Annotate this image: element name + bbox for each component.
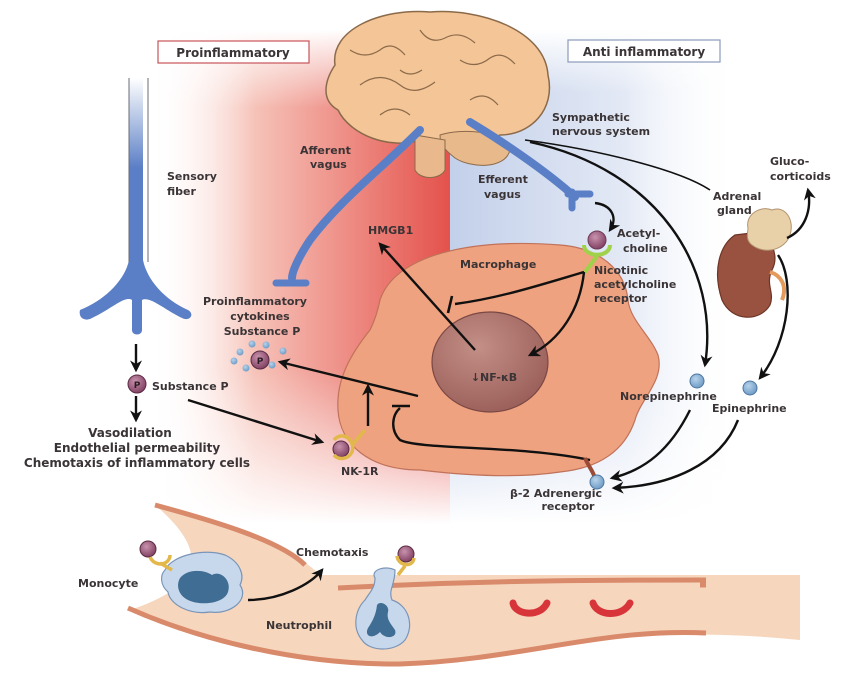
cytokine-cluster: P xyxy=(230,340,287,372)
nfkb-label: ↓NF-κB xyxy=(471,371,517,384)
acetylcholine-label-2: choline xyxy=(623,242,668,255)
neutrophil-cell xyxy=(355,567,411,650)
beta2-label-2: receptor xyxy=(542,500,596,513)
efferent-vagus-nerve xyxy=(466,118,594,212)
chemotaxis-label: Chemotaxis xyxy=(296,546,369,559)
adrenal-to-epinephrine-arrow xyxy=(758,254,789,380)
nicotinic-inhibit-hmgb1-line xyxy=(454,270,585,306)
red-blood-cells xyxy=(509,599,634,617)
nk1r-label: NK-1R xyxy=(341,465,379,478)
beta2-inhibit-line xyxy=(392,407,591,462)
efferent-to-acetylcholine-arrow xyxy=(594,201,621,232)
epinephrine-molecule xyxy=(742,380,758,396)
glucocorticoids-label: Gluco- xyxy=(770,155,809,168)
inhibit-bar-hmgb1 xyxy=(446,295,454,314)
nicotinic-to-nfkb-arrow xyxy=(527,271,586,357)
norepinephrine-to-beta2-arrow xyxy=(609,409,692,482)
nk1r-receptor xyxy=(332,428,367,461)
blood-vessel xyxy=(126,502,800,667)
hmgb1-label: HMGB1 xyxy=(368,224,413,237)
afferent-vagus-label: Afferent xyxy=(300,144,351,157)
adrenal-gland-label-2: gland xyxy=(717,204,752,217)
macrophage-to-cytokines-arrow xyxy=(277,358,419,398)
cytokines-label-3: Substance P xyxy=(224,325,301,338)
cytokines-label: Proinflammatory xyxy=(203,295,307,308)
efferent-vagus-label: Efferent xyxy=(478,173,528,186)
brain-illustration xyxy=(325,10,551,178)
chemotaxis-arrow xyxy=(247,568,324,602)
substance-p-to-nk1r-arrow xyxy=(187,398,325,445)
monocyte-label: Monocyte xyxy=(78,577,138,590)
acetylcholine-label: Acetyl- xyxy=(617,227,660,240)
epinephrine-label: Epinephrine xyxy=(712,402,787,415)
afferent-vagus-label-2: vagus xyxy=(310,158,347,171)
acetylcholine-molecule xyxy=(587,230,607,250)
nicotinic-receptor-label-2: acetylcholine xyxy=(594,278,676,291)
macrophage-label: Macrophage xyxy=(460,258,536,271)
effect-vasodilation: Vasodilation xyxy=(88,426,172,440)
efferent-vagus-label-2: vagus xyxy=(484,188,521,201)
substance-p-molecule xyxy=(127,374,147,394)
substance-p-label: Substance P xyxy=(152,380,229,393)
nucleus xyxy=(431,311,549,413)
beta2-bound-catecholamine xyxy=(589,474,605,490)
monocyte-bound-substance-p xyxy=(139,540,157,558)
sensory-fiber xyxy=(79,78,192,335)
monocyte-receptor xyxy=(148,554,173,572)
nfkb-to-hmgb1-arrow xyxy=(378,242,476,351)
nicotinic-receptor xyxy=(582,244,612,274)
nicotinic-receptor-label: Nicotinic xyxy=(594,264,648,277)
sensory-fiber-label-2: fiber xyxy=(167,185,196,198)
svg-text:Proinflammatory: Proinflammatory xyxy=(176,46,290,60)
substance-p-symbol: P xyxy=(134,381,141,391)
beta2-label: β-2 Adrenergic xyxy=(510,487,602,500)
nicotinic-receptor-label-3: receptor xyxy=(594,292,648,305)
sympathetic-label-2: nervous system xyxy=(552,125,650,138)
neutrophil-bound-substance-p xyxy=(397,545,415,563)
afferent-vagus-nerve xyxy=(272,126,424,287)
glucocorticoids-arrow xyxy=(786,187,816,240)
effect-endothelial-permeability: Endothelial permeability xyxy=(54,441,221,455)
neutrophil-label: Neutrophil xyxy=(266,619,332,632)
norepinephrine-molecule xyxy=(689,373,705,389)
sensory-fiber-label: Sensory xyxy=(167,170,217,183)
adrenal-kidney-illustration xyxy=(716,208,792,318)
proinflammatory-header: Proinflammatory xyxy=(157,40,310,64)
glucocorticoids-label-2: corticoids xyxy=(770,170,831,183)
norepinephrine-label: Norepinephrine xyxy=(620,390,717,403)
neutrophil-receptor xyxy=(395,555,416,577)
monocyte-cell xyxy=(161,551,244,614)
effect-chemotaxis: Chemotaxis of inflammatory cells xyxy=(24,456,250,470)
cytokines-label-2: cytokines xyxy=(230,310,290,323)
sympathetic-to-norepinephrine-arrow xyxy=(529,140,713,368)
sympathetic-to-adrenal-line xyxy=(524,139,711,191)
adrenal-gland-label: Adrenal xyxy=(713,190,761,203)
epinephrine-to-beta2-arrow xyxy=(611,419,740,494)
sympathetic-label: Sympathetic xyxy=(552,111,630,124)
svg-text:Anti inflammatory: Anti inflammatory xyxy=(583,45,706,59)
svg-text:P: P xyxy=(257,357,264,367)
anti-inflammatory-header: Anti inflammatory xyxy=(567,39,721,63)
